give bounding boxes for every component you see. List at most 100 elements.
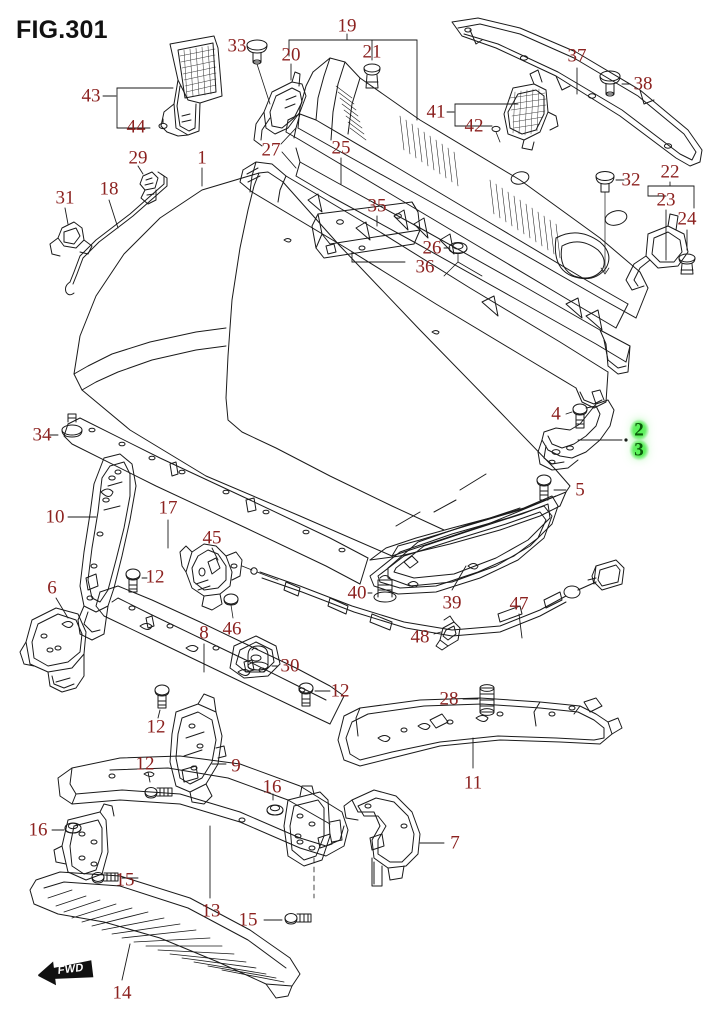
callout-25: 25 <box>331 137 351 159</box>
callout-19: 19 <box>337 15 357 37</box>
callout-43: 43 <box>81 85 101 107</box>
part-37-cowl-garnish <box>451 17 703 167</box>
part-15-bolt-left <box>91 872 139 884</box>
callout-41: 41 <box>426 101 446 123</box>
part-40-clip <box>367 575 397 603</box>
callout-39: 39 <box>442 592 462 614</box>
part-18-hood-stay-rod <box>65 171 168 296</box>
part-45-hood-latch <box>179 543 279 611</box>
part-4-bolt <box>565 403 588 429</box>
callout-17: 17 <box>158 497 178 519</box>
callout-18: 18 <box>99 178 119 200</box>
part-16-nut-right <box>266 793 284 816</box>
part-29-stay-clamp <box>139 171 159 205</box>
callout-32: 32 <box>621 169 641 191</box>
part-12-bolt-b <box>298 682 331 707</box>
callout-2: 2 <box>629 419 649 441</box>
part-33-grommet <box>246 39 271 105</box>
page-title: FIG.301 <box>16 16 108 44</box>
callout-35: 35 <box>367 195 387 217</box>
part-16-bracket-right <box>283 785 343 899</box>
part-12-bolt-c <box>154 684 170 719</box>
callout-23: 23 <box>656 189 676 211</box>
part-30-grommet <box>247 645 279 671</box>
callout-24: 24 <box>677 208 697 230</box>
callout-42: 42 <box>464 115 484 137</box>
part-8-radiator-support-lower <box>95 585 345 725</box>
callout-12: 12 <box>145 566 165 588</box>
callout-12: 12 <box>330 680 350 702</box>
forward-direction-marker: FWD <box>36 954 95 991</box>
part-17-hood-seal <box>63 417 369 585</box>
part-6-support-bracket <box>19 607 87 693</box>
callout-40: 40 <box>347 582 367 604</box>
part-13-bumper-beam <box>57 755 349 857</box>
callout-38: 38 <box>633 73 653 95</box>
callout-15: 15 <box>115 869 135 891</box>
part-5-bolt <box>536 474 567 501</box>
callout-26: 26 <box>422 237 442 259</box>
part-21-grommet <box>363 63 381 89</box>
callout-10: 10 <box>45 506 65 528</box>
part-1-hood-panel <box>73 171 571 587</box>
callout-45: 45 <box>202 527 222 549</box>
callout-22: 22 <box>660 161 680 183</box>
callout-4: 4 <box>551 403 561 425</box>
part-38-grommet <box>599 70 631 97</box>
callout-27: 27 <box>261 139 281 161</box>
part-46-clip <box>223 593 239 619</box>
part-44-clip <box>158 118 168 130</box>
part-10-radiator-support-side <box>77 453 137 641</box>
part-28-bushing <box>462 684 495 716</box>
part-12-bolt-a <box>125 568 148 593</box>
callout-31: 31 <box>55 187 75 209</box>
callout-9: 9 <box>231 755 241 777</box>
callout-29: 29 <box>128 147 148 169</box>
callout-1: 1 <box>197 147 207 169</box>
callout-12: 12 <box>135 753 155 775</box>
callout-30: 30 <box>280 655 300 677</box>
callout-13: 13 <box>201 900 221 922</box>
part-14-lower-stiffener <box>29 871 301 999</box>
callout-48: 48 <box>410 626 430 648</box>
part-19-cowl-top-panel <box>295 57 649 375</box>
callout-33: 33 <box>227 35 247 57</box>
part-9-bumper-bracket <box>169 693 227 805</box>
callout-20: 20 <box>281 44 301 66</box>
callout-7: 7 <box>450 832 460 854</box>
callout-5: 5 <box>575 479 585 501</box>
callout-46: 46 <box>222 618 242 640</box>
callout-8: 8 <box>199 622 209 644</box>
callout-12: 12 <box>146 716 166 738</box>
part-7-bumper-side-bracket <box>343 789 421 887</box>
part-25-cowl-lower-panel <box>239 161 609 409</box>
part-2-3-hood-hinge <box>537 389 628 471</box>
part-23-cowl-side-member <box>625 213 689 291</box>
part-16-bracket-left <box>53 803 115 881</box>
callout-11: 11 <box>463 772 483 794</box>
callout-47: 47 <box>509 593 529 615</box>
callout-28: 28 <box>439 688 459 710</box>
part-32-grommet <box>595 171 625 275</box>
part-31-stay-holder <box>49 221 93 257</box>
callout-21: 21 <box>362 41 382 63</box>
callout-15: 15 <box>238 909 258 931</box>
callout-16: 16 <box>262 776 282 798</box>
callout-37: 37 <box>567 45 587 67</box>
callout-36: 36 <box>415 256 435 278</box>
callout-34: 34 <box>32 424 52 446</box>
part-34-grommet <box>49 413 83 438</box>
part-35-hood-reinforcement <box>311 201 421 259</box>
callout-6: 6 <box>47 577 57 599</box>
part-16-nut-left <box>51 822 82 834</box>
part-43-cowl-side-cover <box>160 35 223 137</box>
part-15-bolt-right <box>263 913 312 925</box>
part-24-clip <box>678 253 696 275</box>
part-39-hood-insulator <box>369 505 553 595</box>
callout-3: 3 <box>629 439 649 461</box>
part-42-clip <box>491 125 501 143</box>
part-48-cable-clamp <box>433 615 461 651</box>
callout-14: 14 <box>112 982 132 1004</box>
